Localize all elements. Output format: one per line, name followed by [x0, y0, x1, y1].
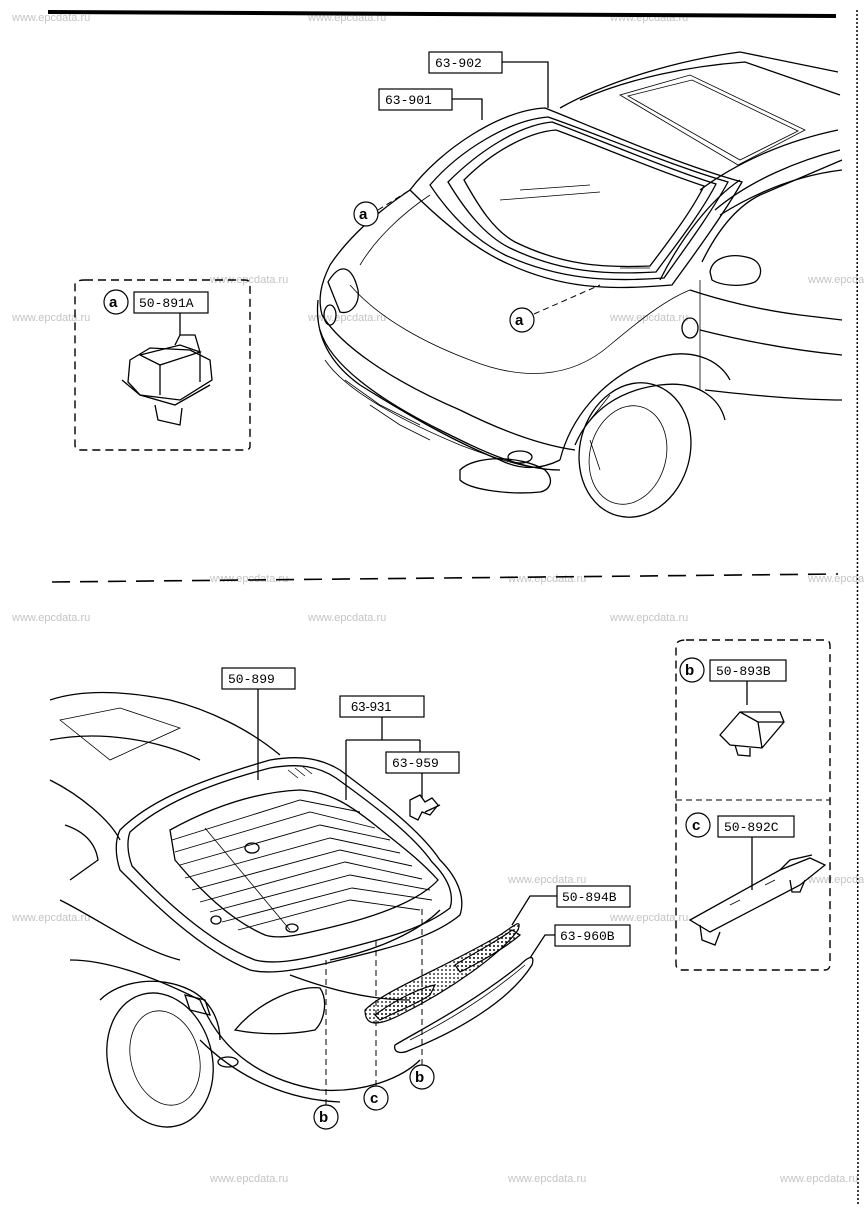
- watermarks: www.epcdata.ru www.epcdata.ru www.epcdat…: [11, 12, 864, 1185]
- top-rule: [47, 10, 837, 18]
- right-edge: [856, 9, 859, 1206]
- callout-rear-clip: 63-959: [385, 751, 460, 798]
- watermark: www.epcdata.ru: [609, 312, 688, 324]
- watermark: www.epcdata.ru: [11, 312, 90, 324]
- watermark: www.epcdata.ru: [507, 1173, 586, 1185]
- watermark: www.epcdata.ru: [807, 274, 864, 286]
- front-car-illustration: [316, 51, 843, 518]
- callout-a-lower: a: [509, 284, 601, 333]
- callout-letter-a: a: [359, 206, 368, 223]
- part-number-50-899: 50-899: [228, 672, 275, 687]
- callout-rear-glass: 63-931: [339, 695, 425, 800]
- rear-glass-clip: [409, 794, 441, 821]
- callout-a-upper: a: [353, 189, 411, 227]
- watermark: www.epcdata.ru: [609, 912, 688, 924]
- part-number-63-931: 63-931: [351, 699, 391, 714]
- watermark: www.epcdata.ru: [807, 573, 864, 585]
- spoiler-molding: [364, 923, 522, 1024]
- callout-windshield-molding: 63-902: [428, 51, 549, 108]
- callout-letter-c: c: [692, 817, 700, 834]
- part-number-63-902: 63-902: [435, 56, 482, 71]
- part-number-63-901: 63-901: [385, 93, 432, 108]
- watermark: www.epcdata.ru: [507, 874, 586, 886]
- watermark: www.epcdata.ru: [209, 274, 288, 286]
- detail-box-bc: b 50-893B c 50-892C: [675, 639, 831, 971]
- watermark: www.epcdata.ru: [11, 912, 90, 924]
- callout-letter-b: b: [685, 662, 694, 679]
- callout-letter-a: a: [515, 312, 524, 329]
- watermark: www.epcdata.ru: [307, 612, 386, 624]
- callout-spoiler-molding: 50-894B: [511, 885, 631, 926]
- watermark: www.epcdata.ru: [11, 612, 90, 624]
- callout-letter-a: a: [109, 294, 118, 311]
- callout-c: c: [363, 940, 389, 1111]
- callout-rear-molding: 50-899: [221, 667, 296, 780]
- part-number-63-960B: 63-960B: [560, 929, 615, 944]
- watermark: www.epcdata.ru: [609, 612, 688, 624]
- callout-letter-b: b: [319, 1109, 328, 1126]
- watermark: www.epcdata.ru: [209, 573, 288, 585]
- callout-letter-c: c: [370, 1090, 378, 1107]
- detail-box-a: a 50-891A: [74, 279, 251, 451]
- callout-windshield: 63-901: [378, 88, 483, 120]
- callout-b-left: b: [313, 960, 339, 1130]
- section-divider: [51, 573, 839, 583]
- watermark: www.epcdata.ru: [11, 12, 90, 24]
- part-number-50-892C: 50-892C: [724, 820, 779, 835]
- watermark: www.epcdata.ru: [209, 1173, 288, 1185]
- callout-b-right: b: [409, 905, 435, 1090]
- rear-car-illustration: [49, 691, 463, 1128]
- part-number-50-894B: 50-894B: [562, 890, 617, 905]
- callout-letter-b: b: [415, 1069, 424, 1086]
- part-number-63-959: 63-959: [392, 756, 439, 771]
- watermark: www.epcdata.ru: [307, 312, 386, 324]
- spoiler-glass: [394, 956, 534, 1054]
- part-number-50-891A: 50-891A: [139, 296, 194, 311]
- watermark: www.epcdata.ru: [507, 573, 586, 585]
- watermark: www.epcdata.ru: [779, 1173, 858, 1185]
- watermark: www.epcdata.ru: [807, 874, 864, 886]
- callout-spoiler-glass: 63-960B: [529, 924, 631, 959]
- part-number-50-893B: 50-893B: [716, 664, 771, 679]
